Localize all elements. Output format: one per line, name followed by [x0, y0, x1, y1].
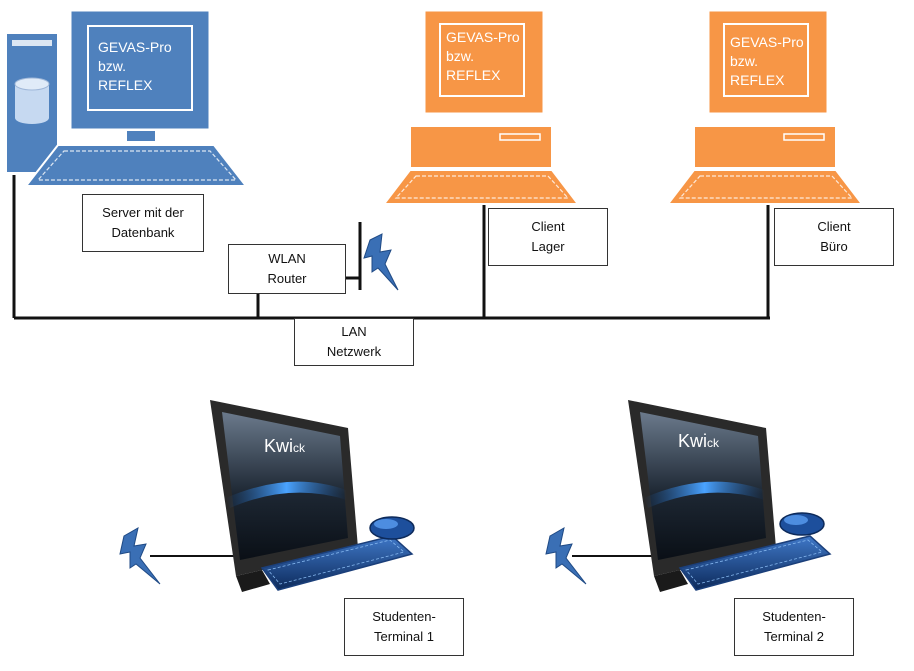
- terminal2-lightning-icon: [545, 527, 587, 585]
- terminal2-label-line-1: Studenten-: [762, 609, 826, 624]
- client-buero-screen-line-3: REFLEX: [730, 72, 785, 88]
- server-label: Server mit der Datenbank: [82, 194, 204, 252]
- server-label-line-1: Server mit der: [102, 205, 184, 220]
- client-lager-keyboard: [381, 169, 581, 205]
- terminal2-keyboard: [678, 535, 832, 591]
- lan-label: LAN Netzwerk: [294, 318, 414, 366]
- router-label: WLAN Router: [228, 244, 346, 294]
- server-screen-line-3: REFLEX: [98, 77, 153, 93]
- lan-label-line-2: Netzwerk: [326, 344, 382, 359]
- client-lager-computer: GEVAS-Pro bzw. REFLEX: [381, 8, 581, 205]
- database-icon: [14, 77, 50, 124]
- server-keyboard: [23, 144, 249, 187]
- client-buero-drive-slot: [783, 133, 825, 141]
- student-terminal-1: Kwick: [210, 400, 415, 592]
- client-lager-screen-line-2: bzw.: [446, 48, 474, 64]
- client-buero-label-line-1: Client: [817, 219, 851, 234]
- terminal1-stand: [236, 570, 270, 592]
- terminal1-brand: Kwick: [264, 436, 306, 456]
- client-lager-drive-slot: [499, 133, 541, 141]
- client-lager-screen-text: GEVAS-Pro bzw. REFLEX: [446, 29, 524, 83]
- terminal1-label-line-1: Studenten-: [372, 609, 436, 624]
- client-buero-label-line-2: Büro: [820, 239, 848, 254]
- client-buero-screen-line-1: GEVAS-Pro: [730, 34, 804, 50]
- server-computer: GEVAS-Pro bzw. REFLEX: [5, 8, 249, 187]
- server-monitor-stand: [125, 129, 157, 143]
- terminal1-lightning-icon: [119, 527, 161, 585]
- client-buero-base-unit: [693, 125, 837, 169]
- server-screen: [87, 25, 193, 111]
- student-terminal-2: Kwick: [628, 400, 832, 592]
- client-lager-base-unit: [409, 125, 553, 169]
- server-screen-text: GEVAS-Pro bzw. REFLEX: [98, 39, 176, 93]
- terminal2-mouse: [779, 512, 825, 536]
- client-lager-screen-line-3: REFLEX: [446, 67, 501, 83]
- server-screen-line-2: bzw.: [98, 58, 126, 74]
- server-screen-line-1: GEVAS-Pro: [98, 39, 172, 55]
- terminal2-brand-small: ck: [707, 436, 720, 450]
- terminal2-label-line-2: Terminal 2: [764, 629, 824, 644]
- terminal1-label-line-2: Terminal 1: [374, 629, 434, 644]
- terminal2-label: Studenten- Terminal 2: [734, 598, 854, 656]
- terminal1-label: Studenten- Terminal 1: [344, 598, 464, 656]
- client-lager-screen: [439, 23, 525, 97]
- client-lager-label-line-2: Lager: [531, 239, 565, 254]
- server-drive-bay: [12, 40, 52, 46]
- client-buero-label: Client Büro: [774, 208, 894, 266]
- server-tower: [5, 32, 59, 174]
- client-buero-screen: [723, 23, 809, 97]
- terminal1-screen-glow: [226, 481, 347, 508]
- server-label-line-2: Datenbank: [111, 225, 175, 240]
- router-label-line-1: WLAN: [268, 251, 306, 266]
- client-buero-screen-line-2: bzw.: [730, 53, 758, 69]
- router-label-line-2: Router: [267, 271, 307, 286]
- client-lager-label: Client Lager: [488, 208, 608, 266]
- client-buero-computer: GEVAS-Pro bzw. REFLEX: [665, 8, 865, 205]
- client-buero-keyboard: [665, 169, 865, 205]
- router-lightning-icon: [363, 233, 399, 291]
- client-lager-screen-line-1: GEVAS-Pro: [446, 29, 520, 45]
- client-lager-label-line-1: Client: [531, 219, 565, 234]
- terminal2-screen-glow: [644, 481, 765, 508]
- terminal1-mouse: [369, 516, 415, 540]
- client-buero-screen-text: GEVAS-Pro bzw. REFLEX: [730, 34, 808, 88]
- terminal2-brand: Kwick: [678, 431, 720, 451]
- terminal1-keyboard: [260, 535, 414, 591]
- terminal1-brand-main: Kwi: [264, 436, 293, 456]
- terminal1-brand-small: ck: [293, 441, 306, 455]
- lan-label-line-1: LAN: [341, 324, 367, 339]
- terminal2-stand: [654, 570, 688, 592]
- terminal2-brand-main: Kwi: [678, 431, 707, 451]
